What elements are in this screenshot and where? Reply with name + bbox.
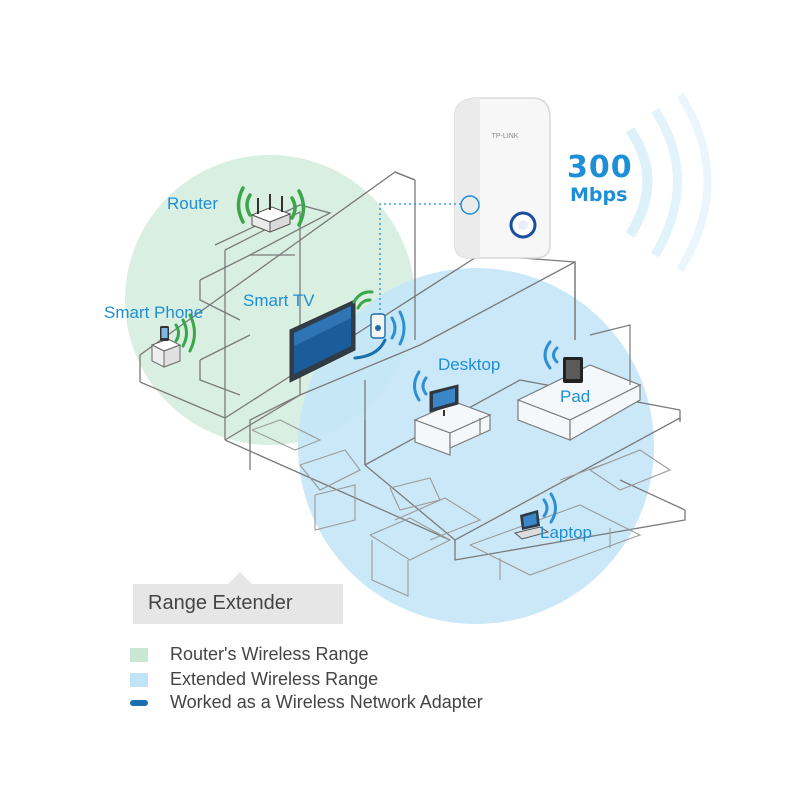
legend-label: Router's Wireless Range	[170, 644, 369, 664]
adapter-signal-icon	[390, 310, 406, 346]
legend-swatch-router-range	[130, 648, 148, 662]
legend-swatch-extended-range	[130, 673, 148, 687]
router-label: Router	[167, 194, 219, 213]
smart-tv-label: Smart TV	[243, 291, 315, 310]
laptop-signal-icon	[542, 492, 557, 524]
smart-phone-label: Smart Phone	[104, 303, 204, 322]
legend-swatch-adapter	[130, 700, 148, 706]
laptop-device	[513, 510, 550, 540]
range-extender-callout	[133, 584, 343, 624]
legend-label: Extended Wireless Range	[170, 669, 379, 689]
extender-signal-arcs	[625, 92, 712, 273]
tv-signal-icon	[352, 290, 374, 310]
router-signal-icon	[236, 186, 306, 227]
smart-tv-device	[289, 299, 356, 383]
speed-unit: Mbps	[570, 184, 628, 206]
legend-label: Worked as a Wireless Network Adapter	[170, 692, 483, 712]
pad-label: Pad	[560, 387, 591, 406]
range-extender-device: TP-LINK	[454, 97, 551, 259]
phone-signal-icon	[174, 313, 196, 353]
smart-phone-device	[150, 326, 182, 368]
callout-title: Range Extender	[148, 592, 293, 614]
dashed-connector	[379, 203, 462, 320]
desktop-device	[429, 384, 459, 416]
pad-device	[563, 357, 583, 383]
pad-signal-icon	[543, 340, 559, 370]
desk-outline	[413, 401, 492, 456]
callout-pointer	[228, 572, 252, 584]
speed-value: 300	[567, 150, 633, 185]
desktop-signal-icon	[413, 370, 428, 402]
furniture-outlines	[251, 419, 672, 597]
router-device	[250, 194, 292, 233]
device-brand: TP-LINK	[492, 133, 519, 140]
laptop-label: Laptop	[540, 523, 592, 542]
desktop-label: Desktop	[438, 355, 501, 374]
adapter-unit	[353, 313, 387, 360]
